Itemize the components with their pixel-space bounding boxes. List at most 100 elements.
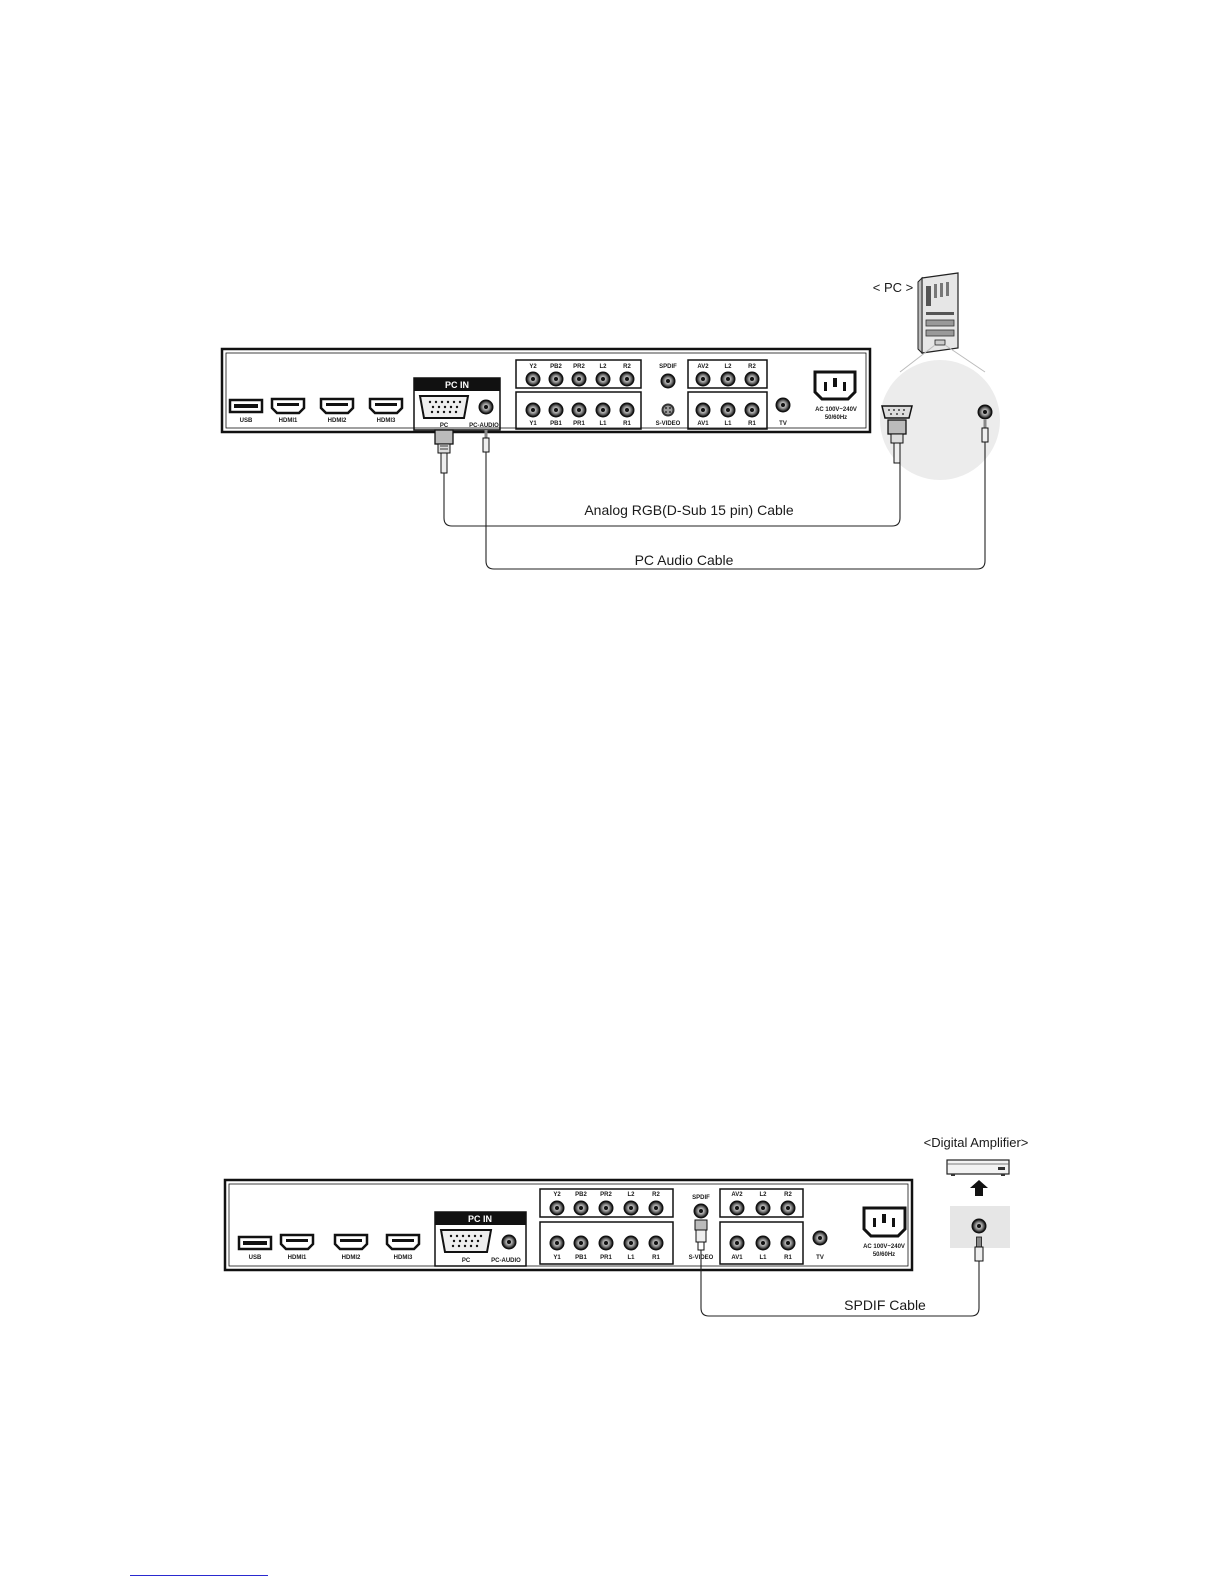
power-inlet — [862, 1206, 907, 1238]
vga-plug-pc-side — [887, 419, 907, 464]
tv-label: TV — [779, 421, 787, 427]
power-inlet — [813, 370, 857, 401]
av1-group — [687, 391, 768, 430]
pc-audio-jack — [478, 399, 494, 415]
pr2-label: PR2 — [600, 1192, 612, 1198]
pc-vga-output-port — [881, 405, 913, 419]
av2-group — [687, 359, 768, 389]
av2-l-label: L2 — [724, 364, 732, 370]
spdif-cable — [700, 1250, 980, 1317]
pc-tower-icon — [917, 272, 959, 355]
l1-label: L1 — [627, 1255, 635, 1261]
power-voltage-label: AC 100V~240V — [815, 407, 857, 413]
hdmi2-port — [333, 1233, 369, 1251]
hdmi1-port — [279, 1233, 315, 1251]
hdmi1-port — [270, 397, 306, 415]
pc-in-label: PC IN — [445, 380, 469, 390]
spdif-plug-amp-side — [974, 1236, 984, 1262]
y1-label: Y1 — [529, 421, 537, 427]
svideo-label: S-VIDEO — [656, 421, 681, 427]
av2-label: AV2 — [731, 1192, 743, 1198]
av1-l-label: L1 — [759, 1255, 767, 1261]
pc-audio-output-jack — [977, 404, 993, 420]
usb-label: USB — [249, 1255, 262, 1261]
av1-l-label: L1 — [724, 421, 732, 427]
av2-r-label: R2 — [784, 1192, 792, 1198]
pb2-label: PB2 — [575, 1192, 587, 1198]
hdmi3-port — [368, 397, 404, 415]
spdif-label: SPDIF — [659, 364, 677, 370]
power-frequency-label: 50/60Hz — [873, 1252, 895, 1258]
digital-amplifier-label: <Digital Amplifier> — [924, 1135, 1029, 1150]
power-frequency-label: 50/60Hz — [825, 415, 847, 421]
av2-l-label: L2 — [759, 1192, 767, 1198]
hdmi1-label: HDMI1 — [279, 418, 298, 424]
hdmi2-label: HDMI2 — [342, 1255, 361, 1261]
spdif-cable-label: SPDIF Cable — [844, 1297, 926, 1313]
l2-label: L2 — [599, 364, 607, 370]
audio-plug-tv-side — [482, 430, 490, 453]
l1-label: L1 — [599, 421, 607, 427]
r1-label: R1 — [652, 1255, 660, 1261]
l2-label: L2 — [627, 1192, 635, 1198]
tv-rear-panel — [220, 347, 872, 434]
pb1-label: PB1 — [550, 421, 562, 427]
usb-label: USB — [240, 418, 253, 424]
tv-antenna-jack — [812, 1230, 828, 1246]
power-voltage-label: AC 100V~240V — [863, 1244, 905, 1250]
pc-audio-label: PC-AUDIO — [491, 1258, 521, 1264]
y2-label: Y2 — [553, 1192, 561, 1198]
component1-group — [515, 391, 642, 430]
pb1-label: PB1 — [575, 1255, 587, 1261]
tv-rear-panel — [223, 1178, 914, 1272]
pc-label: < PC > — [873, 280, 913, 295]
spdif-connection-diagram: USB HDMI1 HDMI2 HDMI3 PC IN PC PC-AUDIO … — [223, 1135, 1029, 1317]
spdif-jack — [693, 1203, 709, 1219]
av2-group — [719, 1188, 804, 1218]
pc-in-label: PC IN — [468, 1214, 492, 1224]
pc-audio-label: PC-AUDIO — [469, 423, 499, 429]
vga-plug-tv-side — [434, 429, 454, 474]
pc-audio-jack — [501, 1234, 517, 1250]
rgb-cable-label: Analog RGB(D-Sub 15 pin) Cable — [584, 502, 794, 518]
av1-r-label: R1 — [748, 421, 756, 427]
hdmi3-label: HDMI3 — [394, 1255, 413, 1261]
component2-group — [539, 1188, 674, 1218]
vga-port — [418, 395, 470, 419]
component2-group — [515, 359, 642, 389]
arrow-up-icon — [970, 1180, 988, 1196]
y2-label: Y2 — [529, 364, 537, 370]
hdmi1-label: HDMI1 — [288, 1255, 307, 1261]
component1-group — [539, 1221, 674, 1265]
pc-connection-diagram: USB HDMI1 HDMI2 HDMI3 PC IN PC PC-AUDIO … — [220, 272, 1000, 570]
hdmi3-label: HDMI3 — [377, 418, 396, 424]
usb-port — [228, 398, 264, 414]
hdmi3-port — [385, 1233, 421, 1251]
pr1-label: PR1 — [600, 1255, 612, 1261]
pr2-label: PR2 — [573, 364, 585, 370]
tv-antenna-jack — [775, 397, 791, 413]
svideo-port — [661, 403, 675, 417]
hdmi2-port — [319, 397, 355, 415]
spdif-jack — [660, 373, 676, 389]
tv-label: TV — [816, 1255, 824, 1261]
av1-label: AV1 — [697, 421, 709, 427]
av2-label: AV2 — [697, 364, 709, 370]
y1-label: Y1 — [553, 1255, 561, 1261]
pc-port-zoom-circle — [880, 360, 1000, 480]
r2-label: R2 — [623, 364, 631, 370]
av1-r-label: R1 — [784, 1255, 792, 1261]
av2-r-label: R2 — [748, 364, 756, 370]
footer-link-underline — [130, 1575, 268, 1576]
hdmi2-label: HDMI2 — [328, 418, 347, 424]
spdif-label: SPDIF — [692, 1195, 710, 1201]
amplifier-spdif-input-jack — [971, 1218, 987, 1234]
pb2-label: PB2 — [550, 364, 562, 370]
vga-port — [439, 1229, 493, 1253]
pr1-label: PR1 — [573, 421, 585, 427]
av1-label: AV1 — [731, 1255, 743, 1261]
audio-cable-label: PC Audio Cable — [635, 552, 734, 568]
pc-port-label: PC — [440, 423, 449, 429]
av1-group — [719, 1221, 804, 1265]
